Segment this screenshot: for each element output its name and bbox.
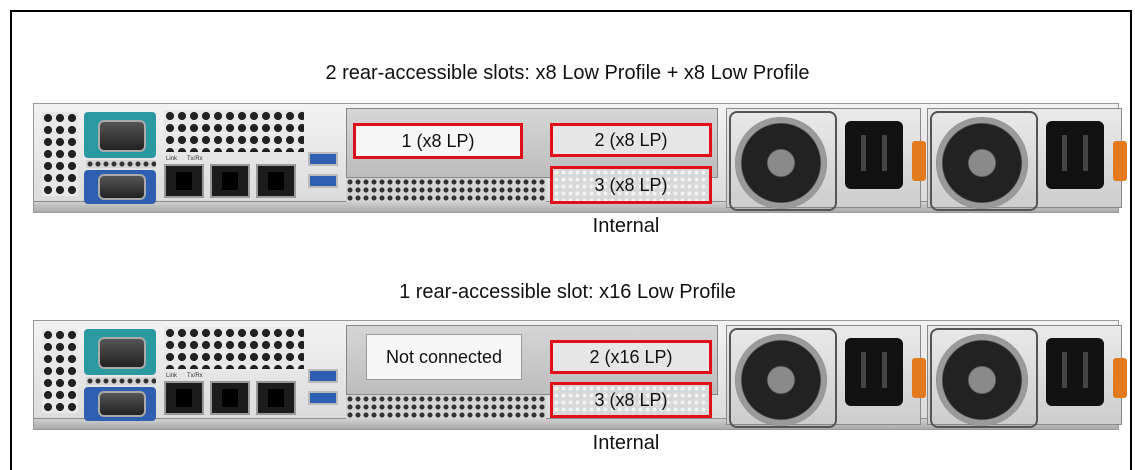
usb-port-2 [308, 174, 338, 188]
fan-icon [936, 334, 1028, 426]
vent-top [164, 327, 304, 369]
slot-3-box: 3 (x8 LP) [550, 166, 712, 204]
config-2-heading: 1 rear-accessible slot: x16 Low Profile [399, 281, 736, 303]
fan-icon [936, 117, 1028, 209]
config-1-heading: 2 rear-accessible slots: x8 Low Profile … [325, 62, 810, 84]
vent-left [42, 112, 78, 196]
ethernet-port-2 [256, 164, 296, 198]
internal-label: Internal [592, 215, 660, 237]
server-rear-config-1: Link Tx/Rx [33, 103, 1127, 213]
usb-port-2 [308, 391, 338, 405]
ethernet-port-1 [210, 164, 250, 198]
ethernet-port-1 [210, 381, 250, 415]
power-supply-1 [726, 325, 926, 428]
usb-port-1 [308, 369, 338, 383]
psu-handle[interactable] [1113, 358, 1127, 398]
slot-2-box: 2 (x16 LP) [550, 340, 712, 374]
serial-port [84, 112, 156, 158]
vent-strip [86, 377, 156, 385]
psu-handle[interactable] [1113, 141, 1127, 181]
ethernet-port-2 [256, 381, 296, 415]
usb-port-1 [308, 152, 338, 166]
vent-internal [346, 395, 546, 419]
vent-left [42, 329, 78, 413]
vent-internal [346, 178, 546, 202]
txrx-label: Tx/Rx [187, 373, 203, 379]
power-socket-icon [845, 121, 903, 189]
internal-label: Internal [592, 432, 660, 454]
power-socket-icon [1046, 338, 1104, 406]
fan-icon [735, 117, 827, 209]
psu-handle[interactable] [912, 141, 926, 181]
slot-1-not-connected: Not connected [366, 334, 522, 380]
psu-handle[interactable] [912, 358, 926, 398]
vent-strip [86, 160, 156, 168]
fan-icon [735, 334, 827, 426]
figure-frame [10, 10, 1132, 470]
power-supply-2 [927, 108, 1127, 211]
power-supply-2 [927, 325, 1127, 428]
chassis-rail [34, 418, 1118, 429]
power-socket-icon [845, 338, 903, 406]
slot-1-box: 1 (x8 LP) [353, 123, 523, 159]
link-label: Link [166, 156, 178, 162]
slot-2-box: 2 (x8 LP) [550, 123, 712, 157]
power-socket-icon [1046, 121, 1104, 189]
vent-top [164, 110, 304, 152]
ethernet-port-mgmt [164, 164, 204, 198]
txrx-label: Tx/Rx [187, 156, 203, 162]
serial-port [84, 329, 156, 375]
vga-port [84, 387, 156, 421]
ethernet-port-mgmt [164, 381, 204, 415]
link-label: Link [166, 373, 178, 379]
vga-port [84, 170, 156, 204]
slot-3-box: 3 (x8 LP) [550, 382, 712, 418]
power-supply-1 [726, 108, 926, 211]
